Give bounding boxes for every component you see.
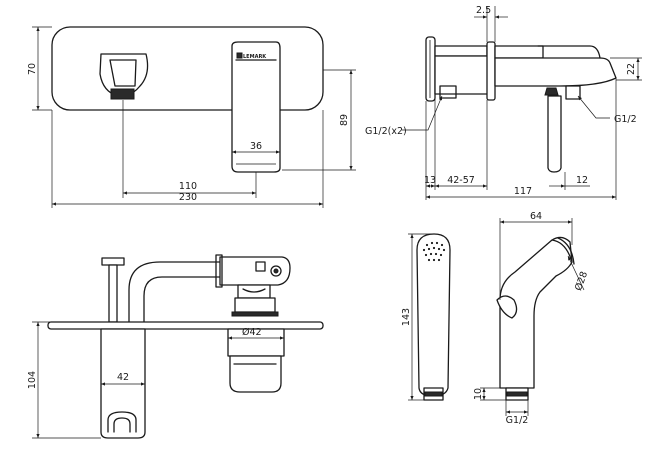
dim-side-outlet-thread: G1/2 [614,114,637,125]
body-lower [229,355,282,393]
dim-side-handle-offset: 12 [576,175,588,186]
dim-side-wall-gap: 2.5 [476,5,491,16]
spray-nozzles-icon [422,241,446,262]
side-handle [547,95,562,173]
side-spout [494,57,617,87]
dim-side-total-depth: 117 [514,186,532,197]
shower-head-front: 143 [401,233,451,401]
dim-front-spout-width: 36 [250,141,262,152]
dim-top-body-diameter: Ø42 [242,327,262,338]
dim-front-spout-depth: 89 [339,114,350,126]
front-handle [99,53,149,100]
dim-front-height: 70 [27,63,38,75]
dim-front-total-width: 230 [179,192,197,203]
side-wall-flange [425,36,436,102]
dim-side-inlet-thread: G1/2(x2) [365,126,407,137]
dim-top-holder-height: 104 [27,371,38,389]
dim-shower-thread-length: 10 [473,388,484,400]
front-spout: LEMARK [231,41,281,173]
dim-front-center-distance: 110 [179,181,197,192]
side-outlet [565,85,581,100]
valve-body [219,256,291,286]
dim-shower-head-diameter: Ø28 [573,270,590,292]
dim-shower-total-height: 143 [401,308,412,326]
dim-side-plate-depth: 13 [424,175,436,186]
holder-view: Ø42 42 104 [27,254,324,439]
side-view: 2.5 22 G1/2(x2) G1/2 13 42-57 12 117 [365,5,642,200]
dim-side-spout-height: 22 [626,63,637,75]
holder-wall-plate [47,321,324,330]
dim-shower-thread: G1/2 [506,415,529,426]
pipe-cap [101,257,125,266]
front-wall-plate [51,26,324,111]
front-view: LEMARK 70 89 36 110 230 [27,26,356,208]
brand-logo-icon [236,52,243,59]
dim-side-wall-range: 42-57 [447,175,475,186]
shower-trigger [496,295,518,319]
shower-head-side: 64 Ø28 10 G1/2 [473,211,590,426]
brand-logo: LEMARK [243,54,267,60]
dim-top-holder-width: 42 [117,372,129,383]
dim-shower-total-depth: 64 [530,211,542,222]
